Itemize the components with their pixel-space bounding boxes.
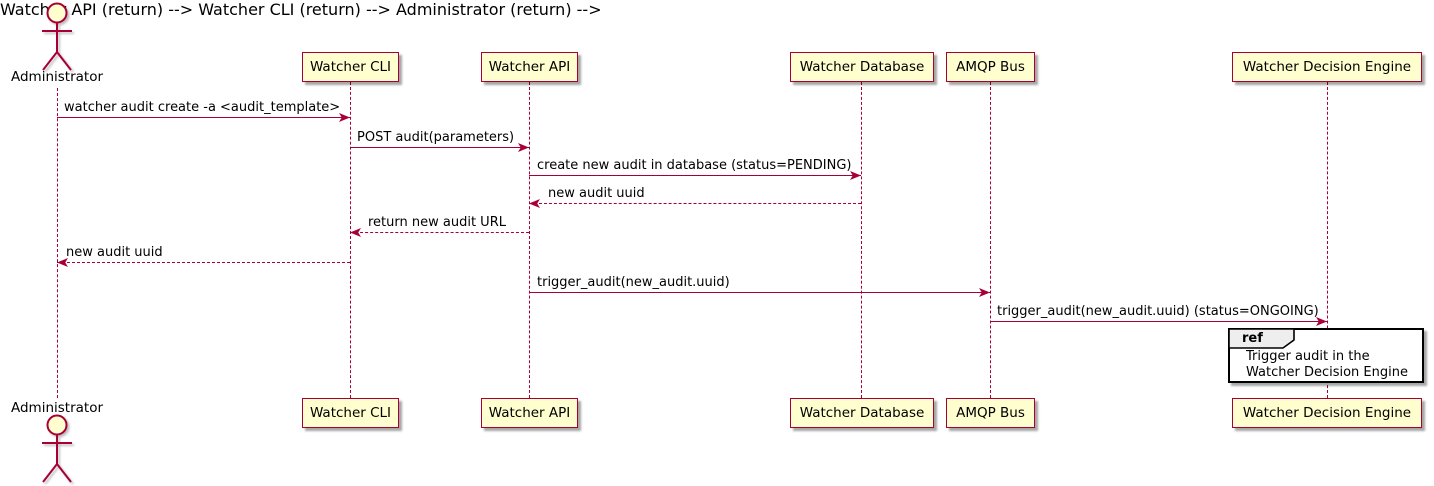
- message-4-line: [529, 203, 861, 204]
- ref-line-1: Trigger audit in the: [1246, 349, 1370, 364]
- participant-watcher-database-bottom: Watcher Database: [790, 398, 934, 428]
- ref-header-pentagon-icon: [1228, 328, 1295, 349]
- administrator-actor-icon-bottom: [42, 414, 72, 483]
- message-8-arrowhead-icon: [1316, 317, 1327, 326]
- ref-content: Trigger audit in the Watcher Decision En…: [1246, 349, 1408, 380]
- message-2-arrowhead-icon: [518, 143, 529, 152]
- lifeline-watcher-cli: [350, 82, 351, 398]
- message-6-arrowhead-icon: [57, 258, 68, 267]
- message-7-label: trigger_audit(new_audit.uuid): [537, 275, 730, 290]
- participant-watcher-cli-top: Watcher CLI: [302, 52, 399, 82]
- message-2-line: [350, 147, 529, 148]
- message-1-label: watcher audit create -a <audit_template>: [64, 100, 341, 115]
- administrator-label-bottom: Administrator: [10, 400, 104, 416]
- lifeline-administrator: [57, 88, 58, 398]
- lifeline-amqp-bus: [990, 82, 991, 398]
- participant-amqp-bus-bottom: AMQP Bus: [946, 398, 1035, 428]
- message-6-line: [57, 262, 350, 263]
- participant-watcher-api-bottom: Watcher API: [481, 398, 578, 428]
- message-4-label: new audit uuid: [548, 186, 645, 201]
- message-4-arrowhead-icon: [529, 199, 540, 208]
- message-8-line: [990, 321, 1327, 322]
- message-6-label: new audit uuid: [66, 245, 163, 260]
- message-3-label: create new audit in database (status=PEN…: [537, 158, 852, 173]
- message-1-line: [57, 117, 350, 118]
- message-1-arrowhead-icon: [339, 113, 350, 122]
- participant-watcher-decision-engine-top: Watcher Decision Engine: [1232, 52, 1422, 82]
- lifeline-watcher-api: [529, 82, 530, 398]
- message-3-line: [529, 175, 861, 176]
- participant-amqp-bus-top: AMQP Bus: [946, 52, 1035, 82]
- participant-watcher-decision-engine-bottom: Watcher Decision Engine: [1232, 398, 1422, 428]
- message-7-line: [529, 292, 990, 293]
- participant-watcher-database-top: Watcher Database: [790, 52, 934, 82]
- administrator-actor-icon: [42, 2, 72, 71]
- participant-watcher-cli-bottom: Watcher CLI: [302, 398, 399, 428]
- ref-fragment: ref Trigger audit in the Watcher Decisio…: [1228, 328, 1424, 383]
- administrator-label-top: Administrator: [10, 69, 104, 85]
- lifeline-watcher-decision-engine: [1327, 82, 1328, 398]
- message-2-label: POST audit(parameters): [357, 130, 515, 145]
- message-7-arrowhead-icon: [979, 288, 990, 297]
- message-5-line: [350, 232, 529, 233]
- message-8-label: trigger_audit(new_audit.uuid) (status=ON…: [997, 304, 1319, 319]
- message-3-arrowhead-icon: [850, 171, 861, 180]
- lifeline-watcher-database: [861, 82, 862, 398]
- message-5-arrowhead-icon: [350, 228, 361, 237]
- message-5-label: return new audit URL: [368, 215, 506, 230]
- ref-line-2: Watcher Decision Engine: [1246, 364, 1408, 380]
- participant-watcher-api-top: Watcher API: [481, 52, 578, 82]
- ref-keyword: ref: [1242, 331, 1263, 346]
